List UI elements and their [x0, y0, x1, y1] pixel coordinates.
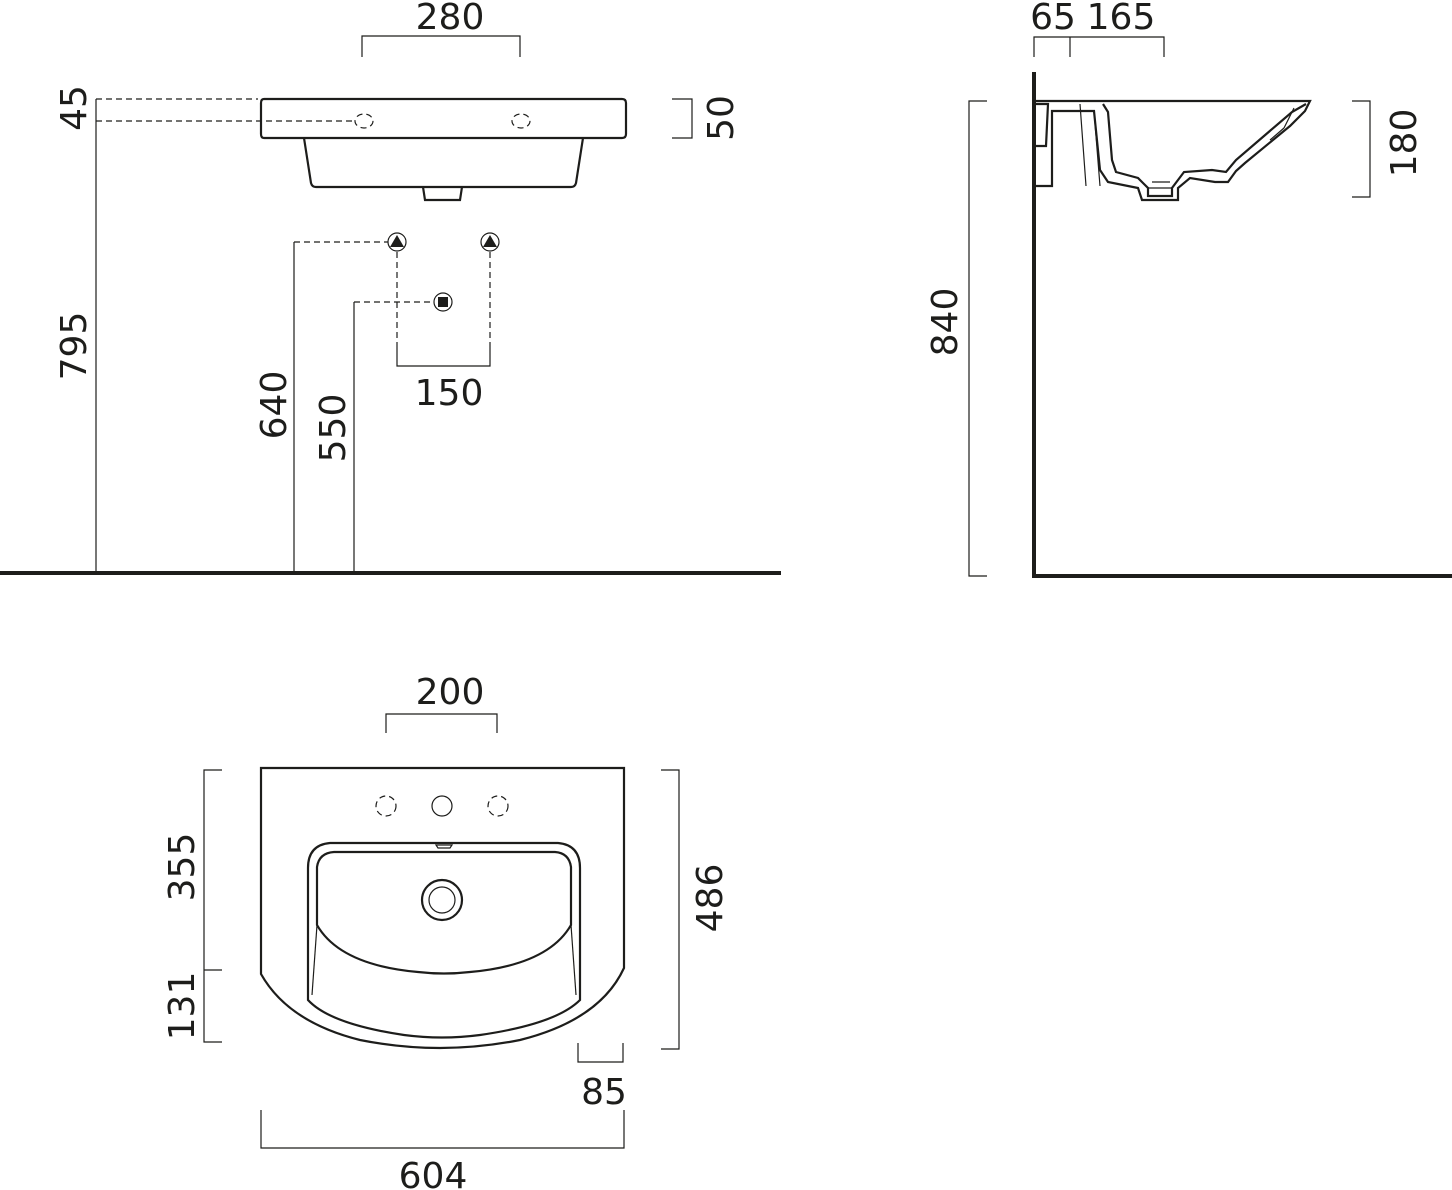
- side-waste-outlet: [1148, 181, 1172, 189]
- top-bowl-inner: [315, 850, 573, 975]
- triangle-in-circle-icon: [480, 232, 500, 252]
- dim-50-label: 50: [701, 95, 742, 141]
- dim-65-165-bracket: [1033, 36, 1165, 57]
- side-basin-inner-wall: [1102, 103, 1307, 198]
- side-view: 65 165 180 840: [925, 0, 1452, 578]
- front-waste-stub: [421, 186, 464, 202]
- side-overflow: [1079, 103, 1101, 187]
- top-bowl-outer: [306, 841, 582, 1039]
- side-bowl-rim: [1269, 107, 1295, 141]
- dim-50-bracket: [672, 98, 693, 139]
- square-in-circle-icon: [433, 292, 453, 312]
- dim-280-bracket: [361, 35, 521, 57]
- dim-550-label: 550: [313, 394, 354, 463]
- top-view: 200 355 131 486 85 604: [162, 672, 731, 1190]
- dim-486-label: 486: [690, 864, 731, 933]
- top-basin-outline: [259, 766, 626, 1050]
- dim-640-label: 640: [254, 371, 295, 440]
- top-bowl-slope-left: [311, 924, 318, 996]
- dim-200-label: 200: [416, 672, 485, 713]
- top-bowl-slope-right: [570, 924, 577, 996]
- dim-604-bracket: [260, 1110, 625, 1149]
- dim-85-label: 85: [581, 1072, 627, 1113]
- dim-355-131-bracket: [203, 769, 222, 1043]
- top-tap-hole-center: [431, 795, 453, 817]
- dim-165-label: 165: [1087, 0, 1156, 38]
- front-basin-rim: [259, 97, 628, 140]
- triangle-in-circle-icon: [387, 232, 407, 252]
- top-tap-hole-right: [487, 795, 509, 817]
- top-overflow-slot: [434, 844, 454, 849]
- dim-150-bracket: [396, 346, 491, 367]
- top-tap-hole-left: [375, 795, 397, 817]
- dim-180-label: 180: [1384, 109, 1425, 178]
- side-wall-bracket: [1036, 102, 1050, 148]
- dim-280-label: 280: [416, 0, 485, 38]
- front-basin-body: [302, 137, 585, 189]
- dim-486-bracket: [661, 769, 680, 1050]
- front-tap-hole-left: [354, 113, 374, 129]
- dim-795-label: 795: [54, 312, 95, 381]
- front-view: 280 45 50 795 640 550: [0, 0, 781, 575]
- dim-840-label: 840: [925, 288, 966, 357]
- dim-200-bracket: [385, 713, 498, 733]
- top-drain-outer: [420, 878, 464, 922]
- front-tap-hole-right: [511, 113, 531, 129]
- dim-150-label: 150: [415, 373, 484, 414]
- dim-355-label: 355: [162, 833, 203, 902]
- dim-840-bracket: [968, 100, 987, 577]
- dim-180-bracket: [1352, 100, 1371, 198]
- dim-604-label: 604: [399, 1156, 468, 1190]
- dim-65-label: 65: [1030, 0, 1076, 38]
- dim-131-label: 131: [162, 972, 203, 1041]
- dim-45-label: 45: [54, 85, 95, 131]
- dim-85-bracket: [577, 1043, 624, 1063]
- top-drain-inner: [428, 886, 456, 914]
